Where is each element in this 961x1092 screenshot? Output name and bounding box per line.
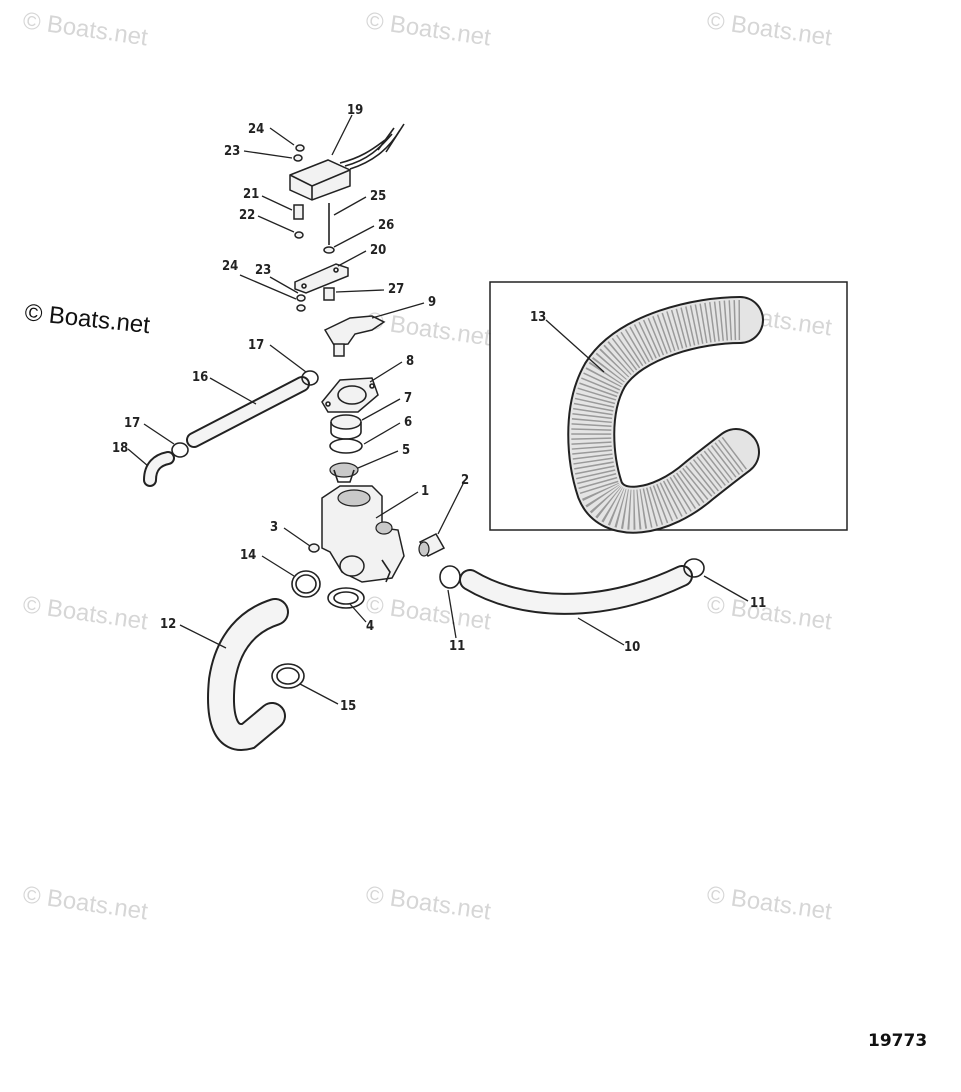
callout-23: 23 <box>224 144 240 159</box>
watermark-prominent: © Boats.net <box>23 299 151 339</box>
callout-20: 20 <box>370 243 386 258</box>
part-8-cover <box>321 377 379 413</box>
callout-18: 18 <box>112 441 128 456</box>
watermark: © Boats.net <box>21 591 150 635</box>
callout-1: 1 <box>421 484 429 499</box>
callout-26: 26 <box>378 218 394 233</box>
callout-10: 10 <box>624 640 640 655</box>
part-9-sender <box>323 315 386 357</box>
small-hardware-upper <box>293 144 335 254</box>
part-12-hose <box>207 598 289 751</box>
part-2-fitting <box>418 533 446 557</box>
callout-labels: 24 23 19 21 22 25 26 20 24 23 27 9 17 16… <box>112 103 766 714</box>
figure-number: 19773 <box>868 1031 927 1051</box>
callout-3: 3 <box>270 520 278 535</box>
leader-lines <box>127 114 749 705</box>
part-15-clamp <box>271 663 305 689</box>
part-16-hose <box>186 376 310 448</box>
callout-17: 17 <box>248 338 264 353</box>
part-14-clamp <box>291 570 321 598</box>
callout-7: 7 <box>404 391 412 406</box>
part-17-clamps <box>171 370 319 458</box>
callout-25: 25 <box>370 189 386 204</box>
callout-2: 2 <box>461 473 469 488</box>
callout-21: 21 <box>243 187 259 202</box>
part-1-thermostat-housing <box>321 485 405 583</box>
parts-7-6-5 <box>329 414 363 483</box>
small-hardware-lower <box>296 287 335 312</box>
callout-11: 11 <box>449 639 465 654</box>
callout-19: 19 <box>347 103 363 118</box>
inset-box <box>489 281 848 534</box>
part-4-gasket <box>327 587 365 609</box>
watermark: © Boats.net <box>705 881 834 925</box>
part-10-hose <box>459 565 693 615</box>
watermark: © Boats.net <box>21 881 150 925</box>
part-20-bracket <box>294 263 349 294</box>
callout-6: 6 <box>404 415 412 430</box>
callout-27: 27 <box>388 282 404 297</box>
watermark: © Boats.net <box>364 307 493 351</box>
callout-13: 13 <box>530 310 546 325</box>
part-3-nut <box>308 543 320 553</box>
callout-9: 9 <box>428 295 436 310</box>
watermark: © Boats.net <box>364 591 493 635</box>
part-19-switch <box>289 123 405 201</box>
part-11-clamps <box>439 558 705 589</box>
watermark: © Boats.net <box>364 7 493 51</box>
callout-24: 24 <box>248 122 264 137</box>
watermark: © Boats.net <box>705 7 834 51</box>
callout-15: 15 <box>340 699 356 714</box>
watermark: © Boats.net <box>21 7 150 51</box>
callout-5: 5 <box>402 443 410 458</box>
callout-24b: 24 <box>222 259 238 274</box>
callout-12: 12 <box>160 617 176 632</box>
watermark: © Boats.net <box>705 591 834 635</box>
callout-16: 16 <box>192 370 208 385</box>
watermark: © Boats.net <box>364 881 493 925</box>
callout-17b: 17 <box>124 416 140 431</box>
callout-14: 14 <box>240 548 256 563</box>
callout-8: 8 <box>406 354 414 369</box>
callout-4: 4 <box>366 619 374 634</box>
callout-11b: 11 <box>750 596 766 611</box>
callout-23b: 23 <box>255 263 271 278</box>
part-18-elbow <box>143 451 175 487</box>
part-13-corrugated-hose <box>567 296 764 534</box>
callout-22: 22 <box>239 208 255 223</box>
